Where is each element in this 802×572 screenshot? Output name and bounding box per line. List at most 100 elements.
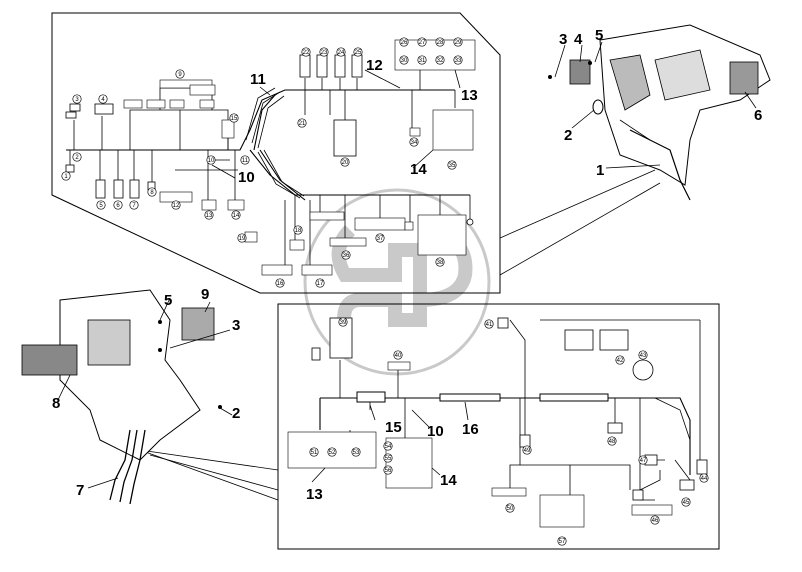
connector-id-label: 24	[338, 50, 345, 56]
callout-8: 8	[52, 395, 60, 412]
callouts-bottom: 2 3 5 7 8 9 10 13 14 15 16	[52, 286, 479, 503]
connector-id-circle	[435, 37, 445, 47]
connector-id-circle	[650, 515, 660, 525]
connector-id-circle	[309, 447, 319, 457]
connector-id-label: 6	[116, 203, 120, 209]
callout-3-top: 3	[559, 31, 567, 48]
connector-id-label: 54	[385, 444, 392, 450]
connector-id-circle	[638, 350, 648, 360]
connector-id-label: 11	[242, 158, 249, 164]
connector-id-label: 22	[303, 50, 310, 56]
connector-id-circle	[484, 319, 494, 329]
connector-id-circle	[72, 152, 82, 162]
connector-id-label: 42	[617, 358, 624, 364]
connector-id-label: 45	[683, 500, 690, 506]
connector-id-circle	[96, 200, 106, 210]
connector-id-label: 14	[233, 213, 240, 219]
connector-id-circle	[417, 37, 427, 47]
connector-id-circle	[435, 257, 445, 267]
connector-id-circle	[113, 200, 123, 210]
connector-id-label: 35	[449, 163, 456, 169]
connector-id-label: 36	[343, 253, 350, 259]
connector-id-label: 19	[239, 236, 246, 242]
connector-id-label: 28	[437, 40, 444, 46]
connector-id-circle	[204, 210, 214, 220]
top-harness	[66, 70, 471, 265]
connector-id-circle	[297, 118, 307, 128]
connector-id-label: 46	[652, 518, 659, 524]
connector-id-circle	[375, 233, 385, 243]
connector-id-circle	[340, 157, 350, 167]
connector-id-circle	[453, 37, 463, 47]
connector-id-label: 52	[329, 450, 336, 456]
callout-13-top: 13	[461, 87, 478, 104]
connector-id-circle	[383, 465, 393, 475]
connector-id-label: 57	[559, 539, 566, 545]
connector-id-circle	[61, 171, 71, 181]
connector-id-label: 4	[101, 97, 105, 103]
callout-3-bottom: 3	[232, 317, 240, 334]
connector-id-label: 1	[64, 174, 68, 180]
connector-id-label: 34	[411, 140, 418, 146]
connector-id-label: 8	[150, 190, 154, 196]
connector-id-label: 50	[507, 506, 514, 512]
connector-id-circle	[699, 473, 709, 483]
callout-16: 16	[462, 421, 479, 438]
callout-5-bottom: 5	[164, 292, 172, 309]
connector-id-label: 31	[419, 58, 426, 64]
connector-id-circle	[301, 47, 311, 57]
connector-id-label: 3	[75, 97, 79, 103]
connector-id-circle	[171, 200, 181, 210]
connector-id-label: 26	[401, 40, 408, 46]
callout-4: 4	[574, 31, 583, 48]
connector-id-label: 38	[437, 260, 444, 266]
connector-id-circle	[417, 55, 427, 65]
connector-id-label: 15	[231, 116, 238, 122]
connector-id-label: 13	[206, 213, 213, 219]
connector-id-label: 20	[342, 160, 349, 166]
connector-id-circle	[681, 497, 691, 507]
connector-id-circle	[399, 55, 409, 65]
hvac-unit-bottom-illustration	[21, 289, 222, 505]
connector-id-circle	[229, 113, 239, 123]
connector-id-label: 37	[377, 236, 384, 242]
connector-id-label: 7	[132, 203, 136, 209]
connector-id-label: 2	[75, 155, 79, 161]
connector-id-circle	[231, 210, 241, 220]
connector-id-label: 39	[340, 320, 347, 326]
hvac-unit-top-illustration	[548, 24, 771, 201]
top-detail-frame	[51, 12, 501, 294]
connector-id-label: 5	[99, 203, 103, 209]
connector-id-circle	[237, 233, 247, 243]
connector-id-circle	[453, 55, 463, 65]
connector-id-circle	[505, 503, 515, 513]
connector-id-label: 33	[455, 58, 462, 64]
connector-id-circle	[319, 47, 329, 57]
callout-leaders	[57, 41, 757, 489]
connector-id-circle	[522, 445, 532, 455]
connector-id-label: 25	[355, 50, 362, 56]
callout-11: 11	[250, 71, 266, 88]
callout-14-bottom: 14	[440, 472, 457, 489]
connector-id-label: 56	[385, 468, 392, 474]
connector-id-label: 47	[640, 458, 647, 464]
connector-id-circle	[557, 536, 567, 546]
callout-5-top: 5	[595, 27, 603, 44]
connector-id-label: 49	[524, 448, 531, 454]
connector-id-label: 18	[295, 228, 302, 234]
connector-id-circle	[147, 187, 157, 197]
connector-id-circle	[72, 94, 82, 104]
connector-id-label: 27	[419, 40, 426, 46]
callout-14-top: 14	[410, 161, 427, 178]
connector-id-label: 21	[299, 121, 306, 127]
connector-id-label: 9	[178, 72, 182, 78]
callout-10-bottom: 10	[427, 423, 444, 440]
connector-id-circle	[383, 453, 393, 463]
connector-id-circle	[315, 278, 325, 288]
connector-id-circle	[353, 47, 363, 57]
connector-id-label: 53	[353, 450, 360, 456]
connector-id-circle	[327, 447, 337, 457]
